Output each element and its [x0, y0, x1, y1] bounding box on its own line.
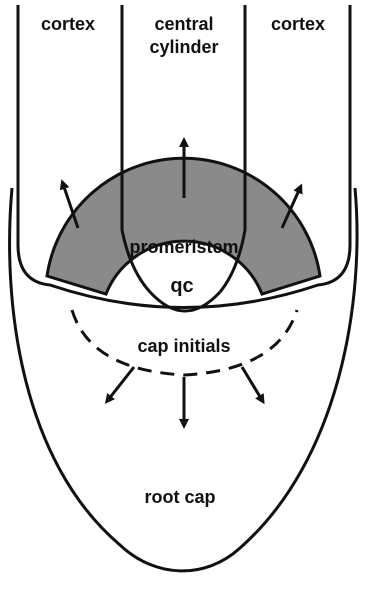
label-cortex-left: cortex	[41, 14, 95, 34]
arrow-down-right	[242, 367, 262, 400]
label-qc: qc	[170, 275, 193, 297]
label-promeristem: promeristem	[129, 237, 238, 257]
label-root-cap: root cap	[144, 487, 215, 507]
label-cortex-right: cortex	[271, 14, 325, 34]
label-cap-initials: cap initials	[137, 336, 230, 356]
label-central: central	[154, 14, 213, 34]
arrow-down-left	[108, 367, 134, 400]
label-cylinder: cylinder	[149, 37, 218, 57]
